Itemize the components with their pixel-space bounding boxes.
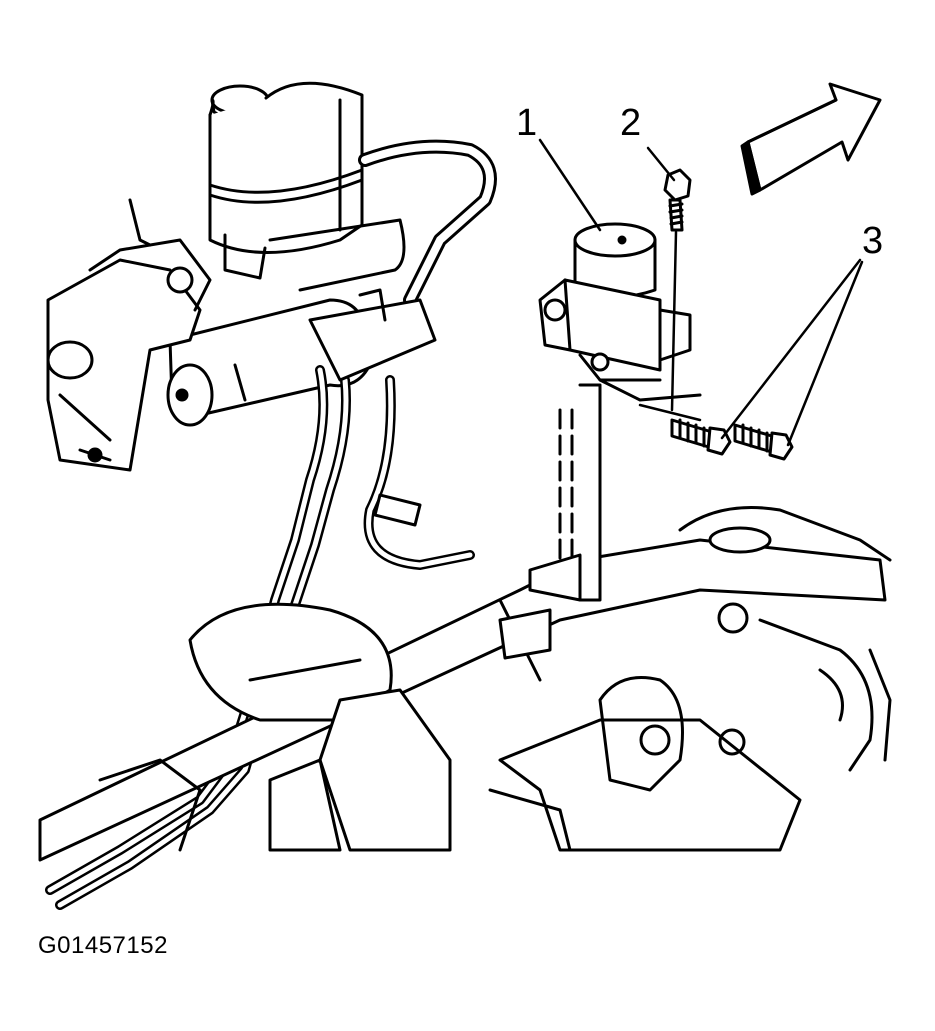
- figure-id: G01457152: [38, 932, 168, 959]
- master-cylinder-reservoir: [210, 83, 362, 278]
- lower-subframe: [100, 604, 800, 850]
- bolt-3-pair: [640, 405, 792, 459]
- bolt-2: [665, 170, 690, 410]
- brake-booster: [48, 200, 210, 470]
- brake-pressure-modulator-valve: [540, 224, 700, 400]
- callout-label-2: 2: [620, 102, 642, 144]
- leader-line-3b: [788, 262, 862, 445]
- forward-arrow-icon: [742, 84, 880, 194]
- leader-line-2: [648, 148, 674, 180]
- callout-label-1: 1: [516, 102, 538, 144]
- leader-line-3a: [722, 260, 860, 438]
- mounting-bracket: [500, 385, 600, 658]
- callout-leaders: [540, 140, 862, 445]
- leader-line-1: [540, 140, 600, 230]
- callout-label-3: 3: [862, 220, 884, 262]
